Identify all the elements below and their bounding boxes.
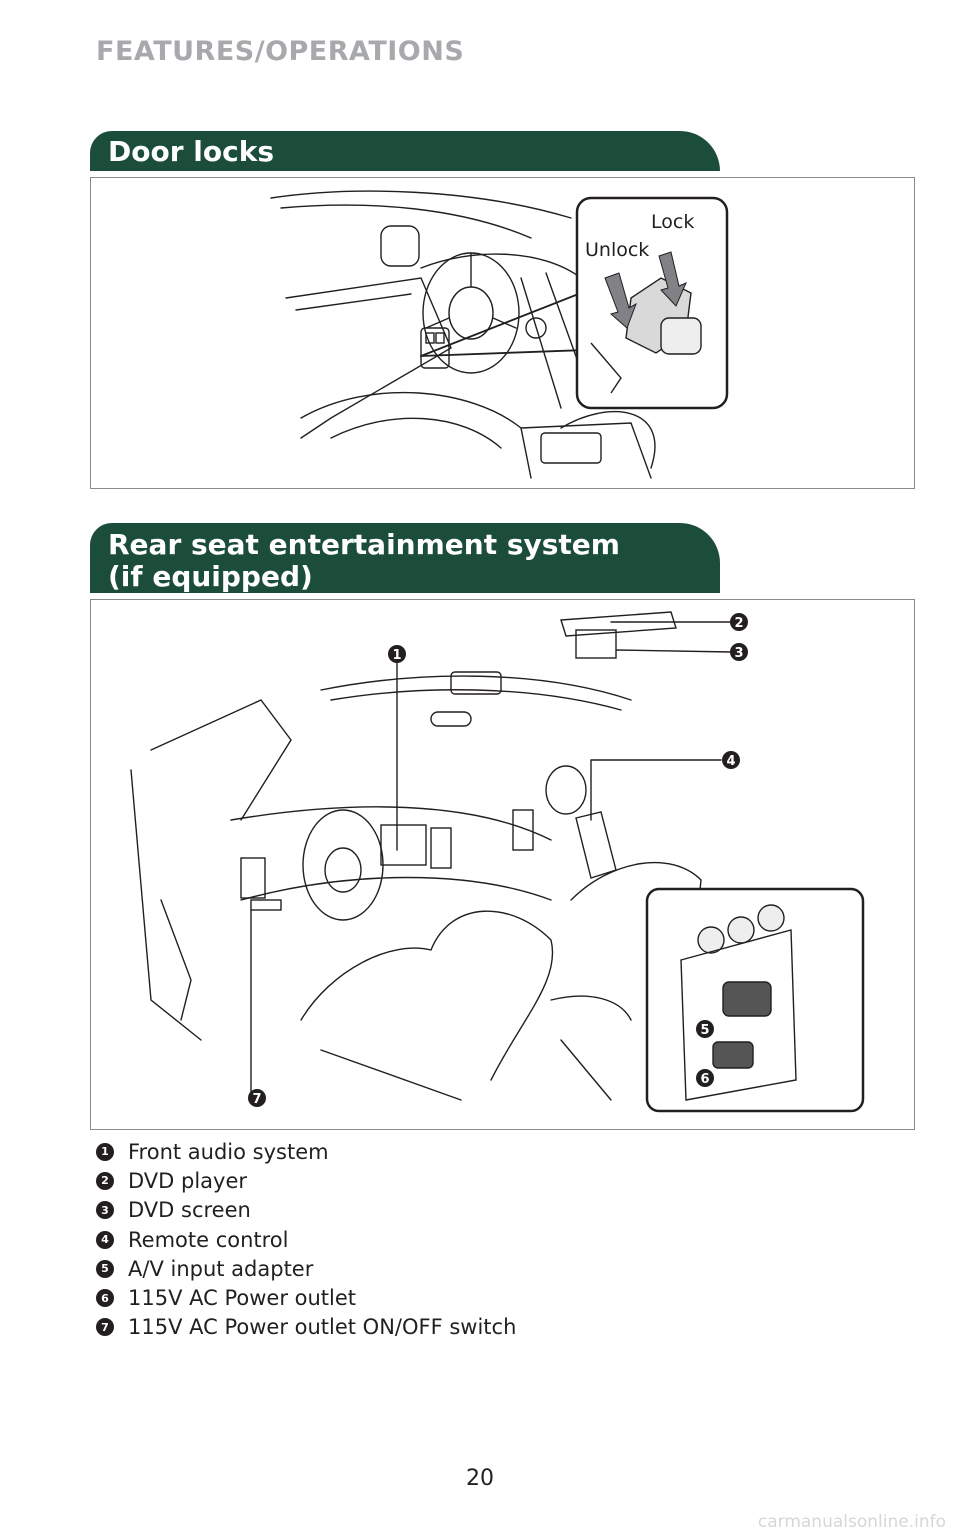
- rear-entertainment-heading-line1: Rear seat entertainment system: [108, 528, 620, 561]
- door-locks-heading: Door locks: [90, 131, 720, 171]
- legend-label: DVD player: [128, 1168, 248, 1193]
- callout-1: 1: [388, 645, 406, 663]
- page-number: 20: [466, 1466, 494, 1491]
- svg-text:6: 6: [700, 1072, 709, 1087]
- callout-5: 5: [696, 1020, 714, 1038]
- svg-text:2: 2: [734, 616, 743, 631]
- unlock-label: Unlock: [585, 239, 649, 261]
- legend-item: 6 115V AC Power outlet: [96, 1283, 516, 1312]
- svg-text:1: 1: [392, 648, 401, 663]
- callout-3: 3: [730, 643, 748, 661]
- rear-entertainment-illustration-frame: 1 2 3 4 5 6 7: [90, 599, 915, 1130]
- watermark: carmanualsonline.info: [757, 1512, 946, 1532]
- legend-label: DVD screen: [128, 1198, 251, 1223]
- legend-number: 7: [96, 1318, 114, 1337]
- legend-label: 115V AC Power outlet ON/OFF switch: [128, 1315, 517, 1340]
- svg-text:4: 4: [726, 754, 735, 769]
- rear-entertainment-heading: Rear seat entertainment system (if equip…: [90, 523, 720, 593]
- legend-list: 1 Front audio system 2 DVD player 3 DVD scr…: [96, 1137, 516, 1342]
- legend-number: 1: [96, 1142, 114, 1161]
- legend-number: 6: [96, 1289, 114, 1308]
- section-header: FEATURES/OPERATIONS: [96, 36, 465, 67]
- door-locks-illustration-frame: Lock Unlock: [90, 177, 915, 489]
- legend-label: A/V input adapter: [128, 1256, 314, 1281]
- callout-2: 2: [730, 613, 748, 631]
- legend-label: Remote control: [128, 1227, 289, 1252]
- legend-item: 4 Remote control: [96, 1225, 516, 1254]
- svg-text:7: 7: [252, 1092, 261, 1107]
- legend-item: 7 115V AC Power outlet ON/OFF switch: [96, 1313, 516, 1342]
- legend-number: 2: [96, 1171, 114, 1190]
- legend-item: 1 Front audio system: [96, 1137, 516, 1166]
- legend-number: 3: [96, 1201, 114, 1220]
- legend-number: 4: [96, 1230, 114, 1249]
- legend-item: 2 DVD player: [96, 1166, 516, 1195]
- rear-entertainment-heading-line2: (if equipped): [108, 560, 313, 593]
- lock-label: Lock: [651, 211, 694, 233]
- legend-item: 3 DVD screen: [96, 1196, 516, 1225]
- rear-entertainment-illustration: 1 2 3 4 5 6 7: [130, 611, 865, 1113]
- svg-text:3: 3: [734, 646, 743, 661]
- legend-label: Front audio system: [128, 1139, 329, 1164]
- callout-7: 7: [248, 1089, 266, 1107]
- callout-4: 4: [722, 751, 740, 769]
- callout-6: 6: [696, 1069, 714, 1087]
- door-locks-illustration: Lock Unlock: [270, 190, 729, 479]
- legend-label: 115V AC Power outlet: [128, 1286, 357, 1311]
- legend-item: 5 A/V input adapter: [96, 1254, 516, 1283]
- legend-number: 5: [96, 1259, 114, 1278]
- svg-text:5: 5: [700, 1023, 709, 1038]
